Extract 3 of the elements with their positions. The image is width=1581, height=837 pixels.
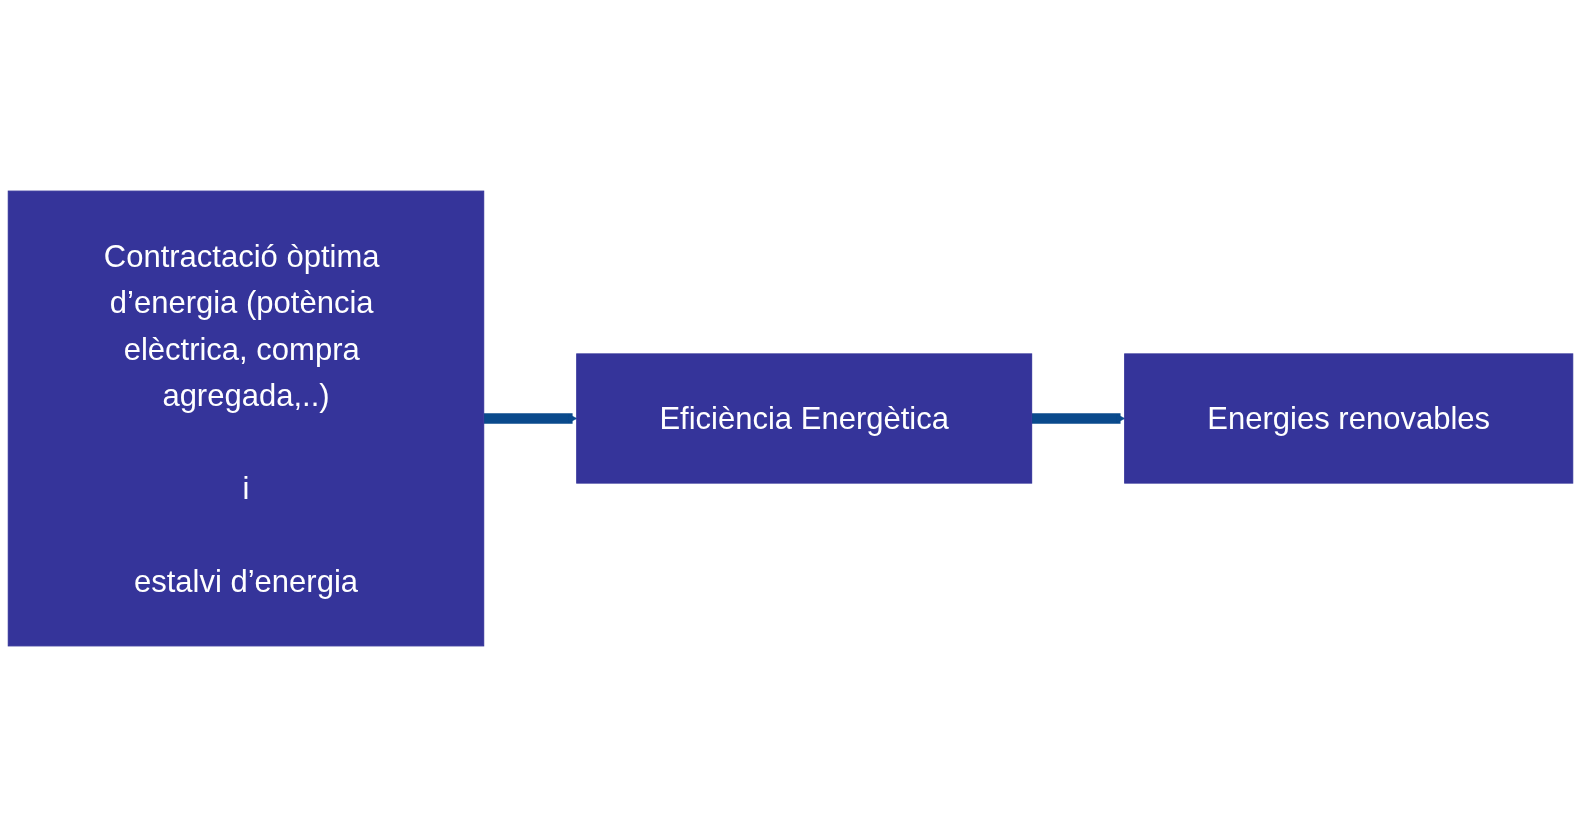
node-box: Energies renovables [1124,353,1574,484]
node-box: Eficiència Energètica [576,353,1033,484]
node-box: Contractació òptima d’energia (potència elèctrica, compra agregada,..) i estalvi d’energia [7,190,485,647]
